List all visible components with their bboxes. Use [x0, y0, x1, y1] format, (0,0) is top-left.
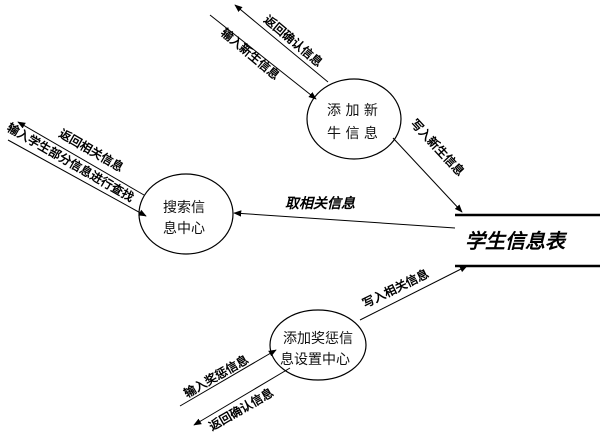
- flow-label: 输入新生信息: [218, 25, 283, 83]
- arrow-line: [234, 4, 329, 83]
- arrow-line: [17, 121, 145, 196]
- process-label-line2: 牛 信 息: [327, 125, 378, 142]
- arrow-line: [359, 265, 468, 321]
- process-circle: [306, 78, 402, 160]
- flow-label: 写入新生信息: [408, 116, 468, 179]
- process-label-line1: 添 加 新: [327, 103, 378, 119]
- arrow-line: [392, 137, 463, 213]
- process-circle: [269, 309, 367, 381]
- flow-write-store: 写入新生信息: [392, 116, 468, 213]
- process-label-line1: 添加奖惩信: [283, 330, 353, 347]
- process-label-line2: 息设置中心: [280, 351, 350, 368]
- process-search-center: 搜索信 息中心: [138, 173, 234, 255]
- process-add-new-student: 添 加 新 牛 信 息: [306, 78, 402, 160]
- flow-label: 取相关信息: [285, 195, 356, 212]
- flow-write-related: 写入相关信息: [359, 265, 468, 321]
- flow-label: 返回确认信息: [261, 12, 326, 70]
- arrow-line: [179, 349, 277, 407]
- flow-label: 输入奖惩信息: [181, 352, 251, 401]
- data-store-student-table: 学生信息表: [455, 213, 600, 268]
- flow-get-related: 取相关信息: [233, 195, 456, 229]
- arrow-line: [233, 210, 456, 229]
- process-label-line1: 搜索信: [163, 199, 205, 216]
- flow-label: 返回确认信息: [206, 385, 276, 434]
- arrow-line: [209, 14, 317, 100]
- flow-return-related: 返回相关信息: [17, 121, 145, 196]
- process-reward-punishment-center: 添加奖惩信 息设置中心: [269, 309, 367, 381]
- arrow-line: [193, 367, 291, 426]
- process-label-line2: 息中心: [163, 220, 205, 237]
- store-label: 学生信息表: [465, 229, 568, 253]
- arrow-line: [7, 139, 147, 217]
- flow-label: 写入相关信息: [360, 266, 431, 311]
